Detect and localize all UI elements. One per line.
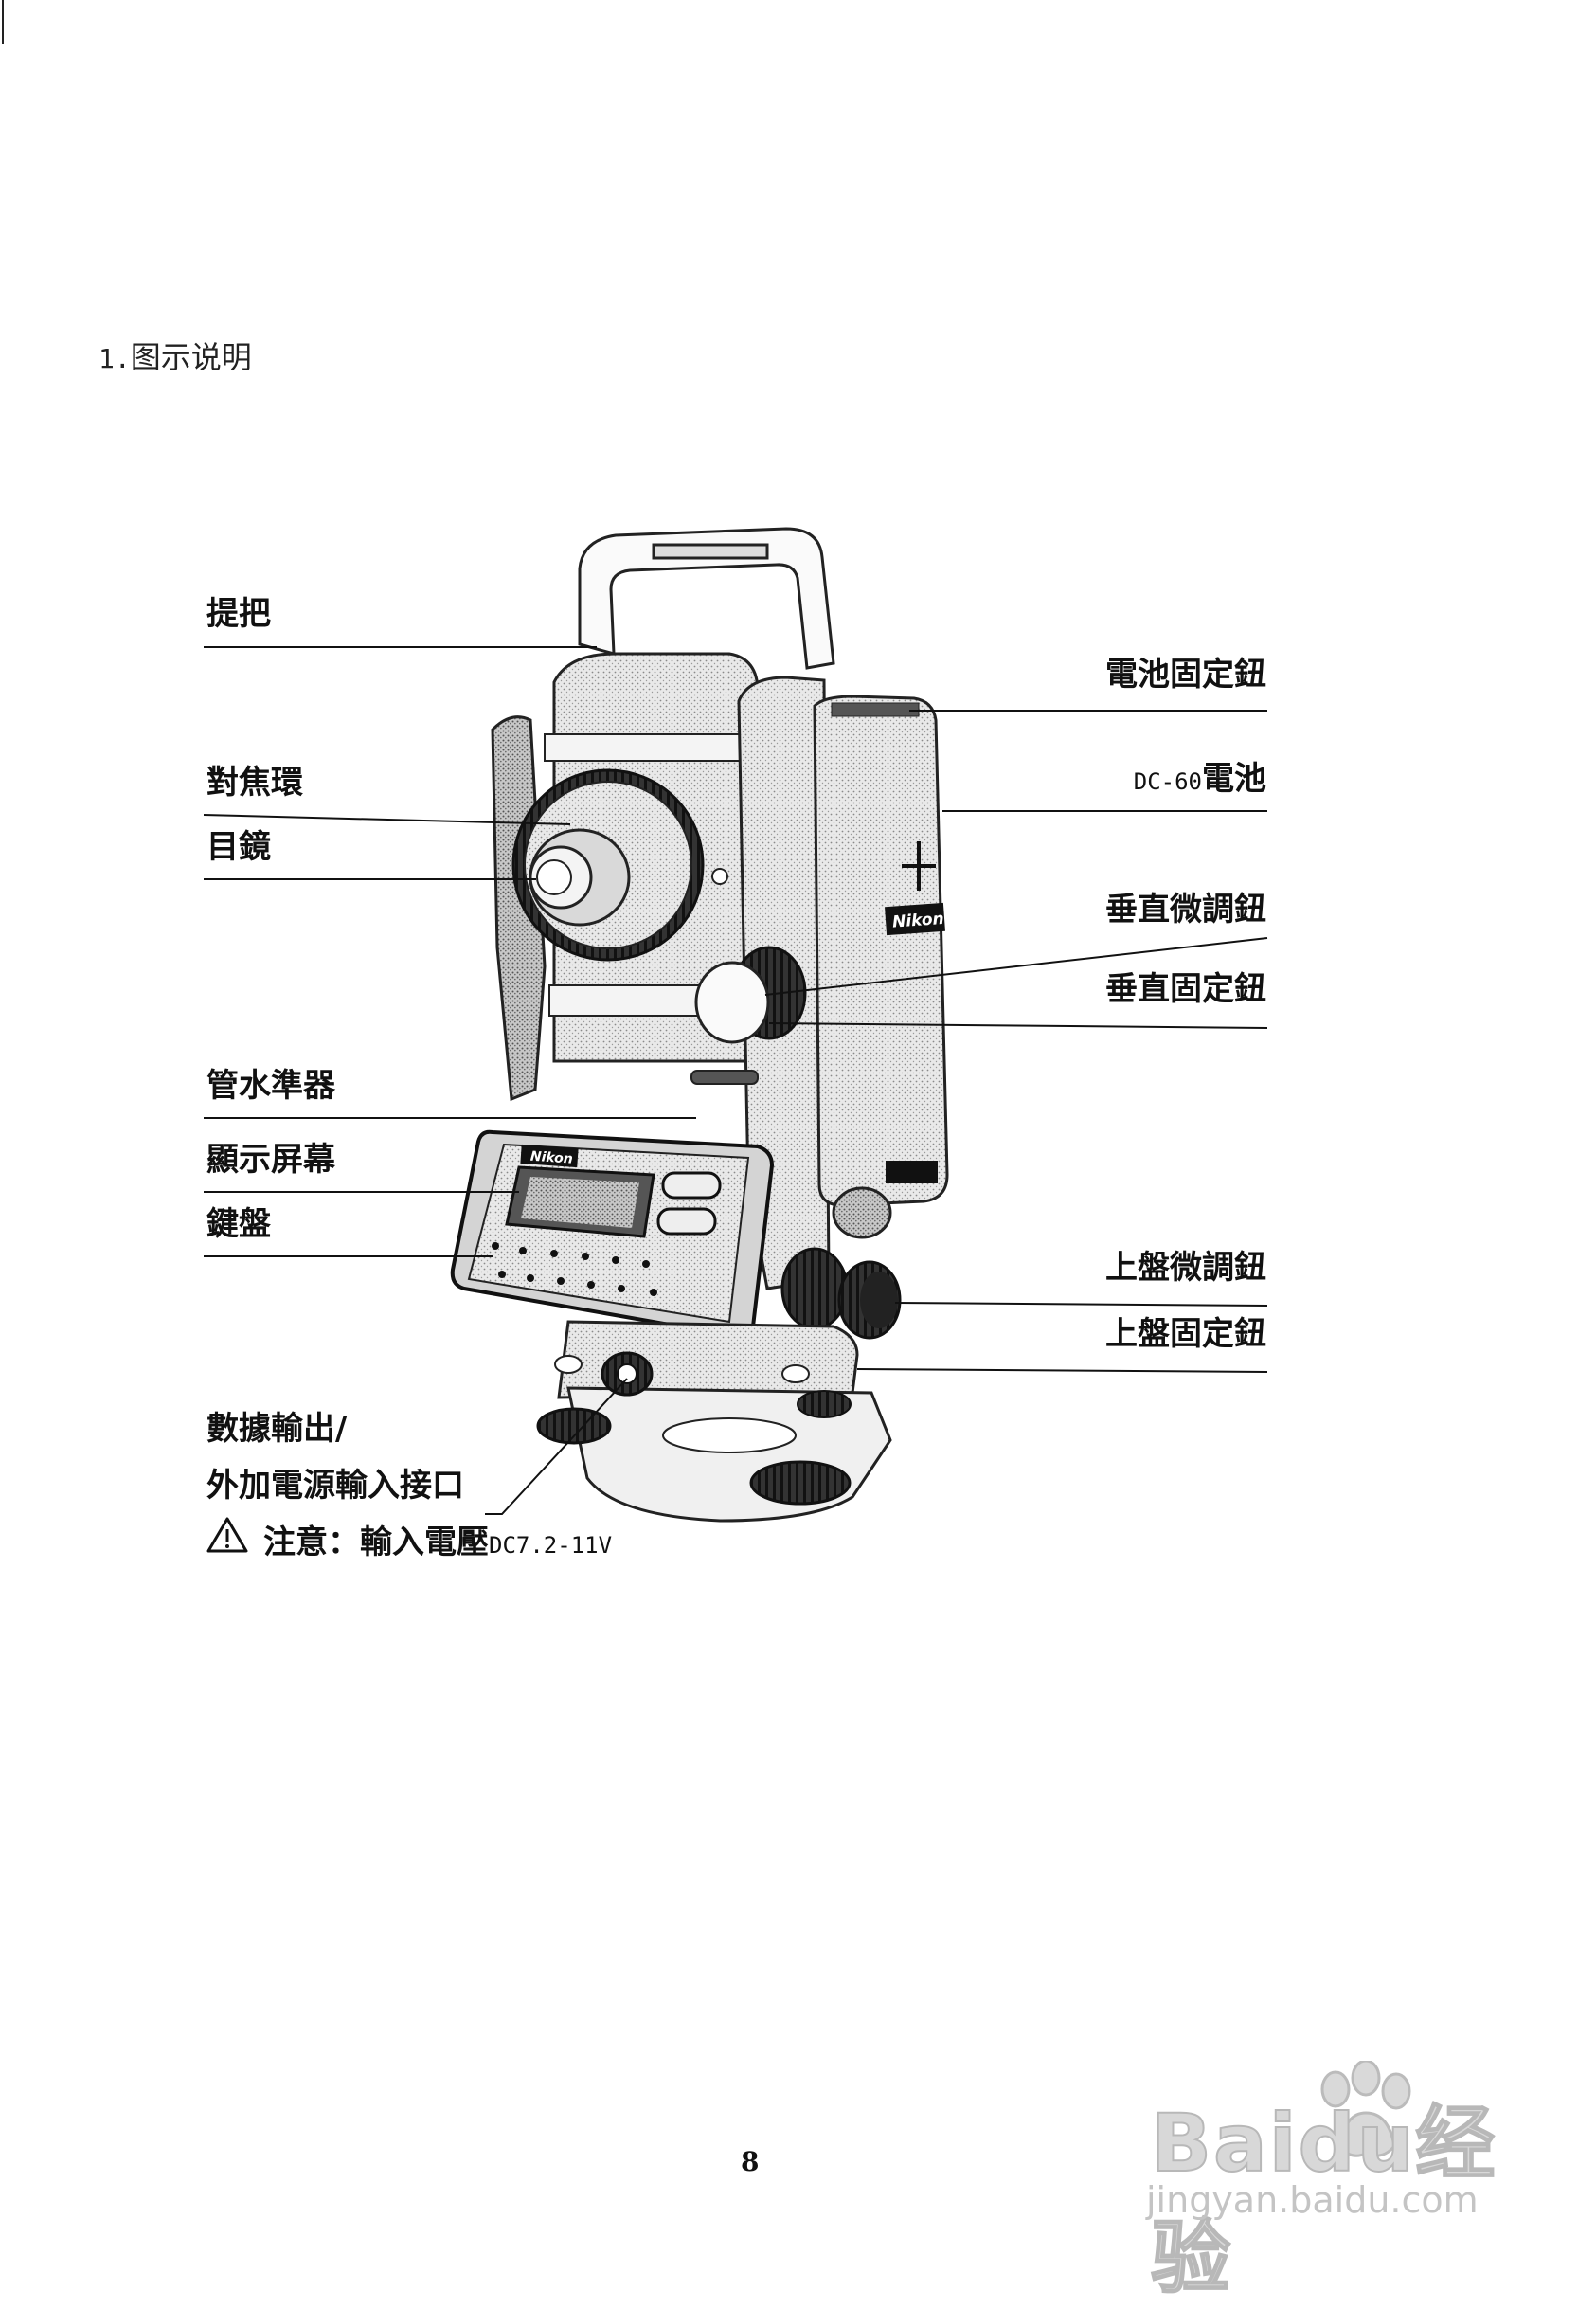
baidu-watermark: Baidu经验 jingyan.baidu.com bbox=[1118, 2061, 1525, 2305]
page-edge-mark bbox=[2, 0, 4, 44]
label-data-output: 數據輸出/ bbox=[206, 1410, 348, 1448]
battery-text: 電池 bbox=[1202, 760, 1266, 798]
eyepiece bbox=[529, 828, 631, 927]
label-battery: DC-60電池 bbox=[1134, 760, 1266, 801]
label-vertical-fine: 垂直微調鈕 bbox=[1105, 891, 1266, 929]
handle bbox=[578, 527, 835, 670]
label-eyepiece: 目鏡 bbox=[206, 828, 271, 866]
section-number: 1. bbox=[99, 343, 131, 374]
label-external-power: 外加電源輸入接口 bbox=[206, 1467, 464, 1505]
watermark-sub: jingyan.baidu.com bbox=[1146, 2179, 1479, 2221]
section-title: 图示说明 bbox=[130, 339, 252, 375]
vertical-knob bbox=[694, 946, 807, 1044]
battery bbox=[813, 695, 949, 1207]
warning-triangle-icon bbox=[206, 1517, 248, 1553]
label-display: 顯示屏幕 bbox=[206, 1141, 335, 1179]
label-handle: 提把 bbox=[206, 595, 271, 633]
battery-model: DC-60 bbox=[1133, 768, 1202, 795]
tube-level bbox=[690, 1070, 759, 1085]
warning-text: 注意：輸入電壓 bbox=[263, 1524, 489, 1561]
tribrach-base bbox=[536, 1320, 892, 1523]
warning-note: 注意：輸入電壓DC7.2-11V bbox=[263, 1516, 612, 1562]
label-battery-lock: 電池固定鈕 bbox=[1105, 656, 1266, 694]
label-focus-ring: 對焦環 bbox=[206, 764, 303, 802]
paw-logo-icon bbox=[1320, 2061, 1411, 2157]
label-upper-clamp: 上盤固定鈕 bbox=[1105, 1315, 1266, 1353]
control-panel bbox=[450, 1129, 775, 1339]
total-station-illustration: Nikon Nikon bbox=[203, 527, 1268, 1523]
label-tube-level: 管水準器 bbox=[206, 1067, 335, 1105]
body-brand-logo: Nikon bbox=[892, 910, 945, 932]
section-heading: 1.图示说明 bbox=[99, 334, 252, 377]
horizontal-knob bbox=[780, 1186, 902, 1340]
label-upper-fine: 上盤微調鈕 bbox=[1105, 1249, 1266, 1287]
page-number: 8 bbox=[741, 2146, 760, 2177]
leader-lines bbox=[203, 646, 1268, 1515]
warning-voltage: DC7.2-11V bbox=[489, 1532, 613, 1559]
label-keyboard: 鍵盤 bbox=[206, 1205, 271, 1243]
panel-brand-logo: Nikon bbox=[529, 1149, 573, 1167]
label-vertical-clamp: 垂直固定鈕 bbox=[1105, 970, 1266, 1008]
